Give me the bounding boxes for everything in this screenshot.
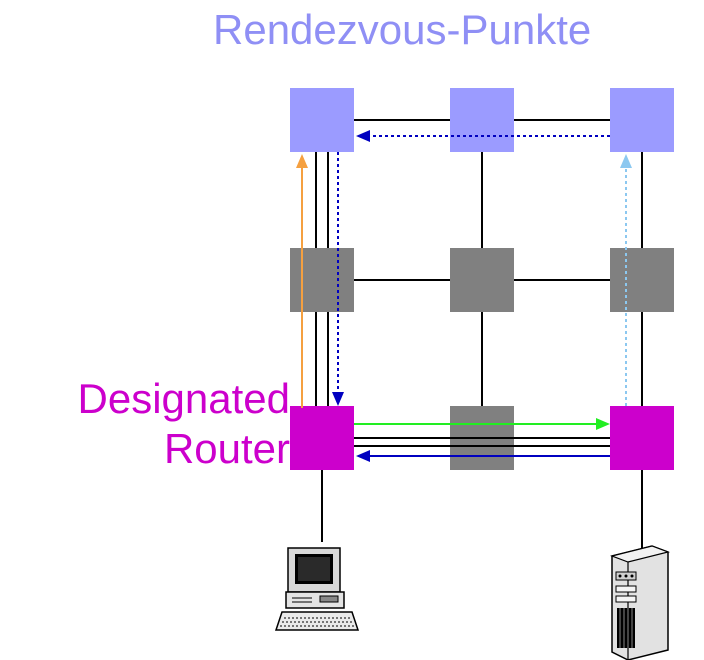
blue-arrowhead-bottom xyxy=(356,450,370,462)
designated-router-label-line2: Router xyxy=(163,425,290,472)
network-nodes xyxy=(290,88,674,470)
orange-arrowhead xyxy=(296,154,308,168)
designated-router-node-right xyxy=(610,406,674,470)
designated-router-label-line1: Designated xyxy=(77,375,290,422)
designated-router-label: Designated Router xyxy=(78,374,290,474)
rendezvous-points-label: Rendezvous-Punkte xyxy=(213,6,592,53)
green-arrowhead xyxy=(596,418,610,430)
links-over-nodes xyxy=(354,437,610,447)
router-node-mid-left xyxy=(290,248,354,312)
router-node-mid-center xyxy=(450,248,514,312)
light-blue-arrowhead xyxy=(620,154,632,168)
rendezvous-node-left xyxy=(290,88,354,152)
path-arrows xyxy=(296,130,632,462)
rendezvous-node-right xyxy=(610,88,674,152)
designated-router-node xyxy=(290,406,354,470)
blue-arrowhead-top xyxy=(356,130,370,142)
rendezvous-node-middle xyxy=(450,88,514,152)
router-node-mid-right xyxy=(610,248,674,312)
blue-arrowhead-down xyxy=(332,392,344,406)
desktop-computer-icon xyxy=(274,547,360,631)
network-links xyxy=(315,119,643,548)
tower-server-icon xyxy=(609,545,671,660)
